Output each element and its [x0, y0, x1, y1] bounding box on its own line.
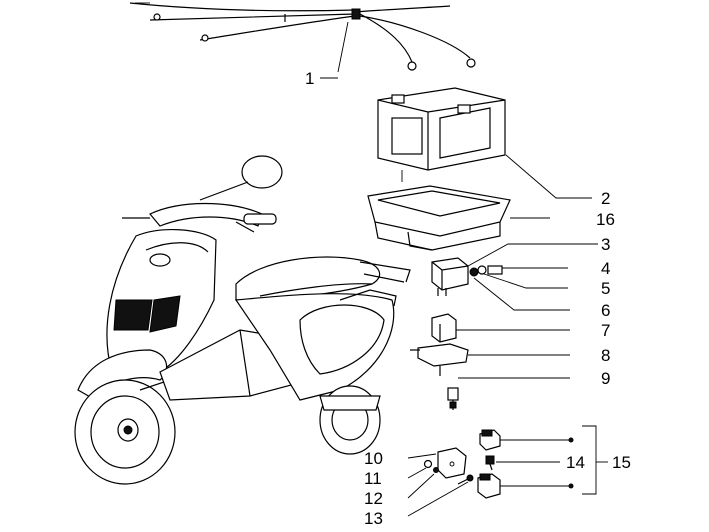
label-14: 14 — [566, 453, 585, 472]
label-12: 12 — [364, 489, 383, 508]
label-5: 5 — [601, 279, 610, 298]
label-9: 9 — [601, 369, 610, 388]
nut-6 — [469, 267, 479, 277]
part-labels: 1 2 16 3 4 5 6 7 8 9 10 11 12 13 14 15 — [305, 69, 631, 528]
battery-tray — [367, 185, 511, 251]
fuse-holder-8 — [410, 343, 469, 376]
label-11: 11 — [364, 469, 382, 488]
label-15: 15 — [612, 453, 631, 472]
connector-14 — [485, 455, 495, 471]
nut-12 — [433, 467, 439, 473]
label-7: 7 — [601, 321, 610, 340]
bracket-10 — [437, 447, 467, 479]
label-2: 2 — [601, 189, 610, 208]
washer-5 — [477, 265, 487, 275]
label-4: 4 — [601, 259, 610, 278]
scooter-outline — [74, 155, 411, 485]
screw-13 — [457, 474, 474, 485]
wiring-harness — [129, 2, 476, 71]
label-6: 6 — [601, 301, 610, 320]
connector-lower — [477, 473, 501, 499]
label-10: 10 — [364, 449, 383, 468]
washer-11 — [423, 459, 433, 469]
relay-bracket — [431, 257, 469, 296]
label-1: 1 — [305, 69, 314, 88]
label-8: 8 — [601, 346, 610, 365]
relay-7 — [431, 313, 457, 343]
connector-upper — [479, 429, 501, 451]
label-16: 16 — [596, 210, 615, 229]
battery — [377, 87, 506, 182]
leader-lines — [320, 21, 608, 517]
label-13: 13 — [364, 509, 383, 528]
bulb-socket-9 — [447, 387, 459, 410]
label-3: 3 — [601, 235, 610, 254]
